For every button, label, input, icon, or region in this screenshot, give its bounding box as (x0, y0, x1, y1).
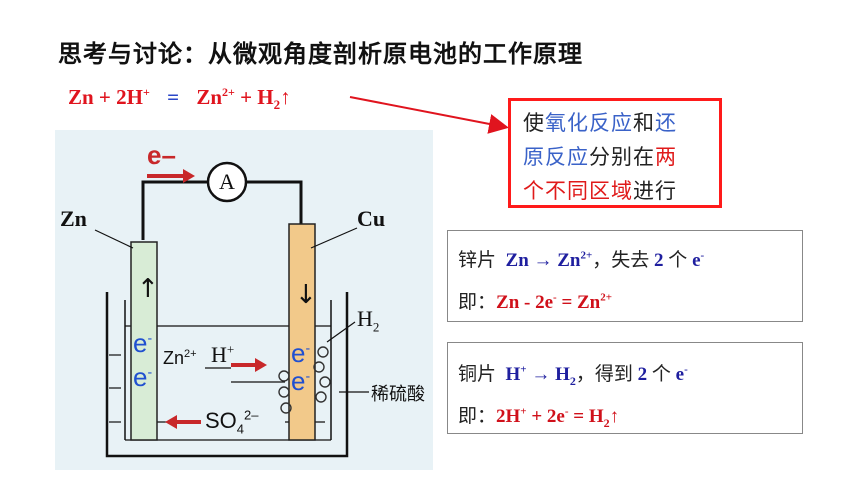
note-text: 进行 (633, 179, 677, 203)
note-text: 使 (523, 111, 545, 135)
h2-bubble (278, 386, 290, 398)
zn-leader-line (94, 229, 134, 249)
so4-ion-label: SO42– (205, 407, 259, 437)
ammeter-label: A (219, 169, 235, 194)
cu-electrode-label: Cu (357, 206, 386, 231)
equation-left: Zn + 2H (68, 85, 143, 109)
cu-current-arrow: ↓ (295, 280, 317, 310)
note-line-3: 个不同区域进行 (523, 175, 677, 205)
note-regions: 个不同区域 (523, 179, 633, 203)
zinc-text: ，失去 (592, 249, 650, 271)
copper-box-line-2: 即：2H+ + 2e- = H2↑ (458, 401, 620, 430)
electron-flow-arrow (147, 169, 195, 183)
cu-electron-2: e- (291, 366, 311, 396)
overall-equation: Zn + 2H+ = Zn2+ + H2↑ (68, 85, 291, 113)
copper-box-line-1: 铜片 H+ → H2，得到 2 个 e- (458, 359, 688, 388)
pointer-arrow-line (349, 96, 509, 134)
h2-bubble (315, 391, 327, 403)
zn-electron-2: e- (133, 362, 153, 392)
copper-half-equation: 2H+ + 2e- = H2↑ (496, 405, 620, 430)
zn-ion-label: Zn2+ (163, 348, 197, 368)
note-text: 和 (633, 111, 655, 135)
copper-plate (288, 223, 316, 441)
copper-unit: 个 (651, 363, 671, 385)
copper-text: ，得到 (575, 363, 633, 385)
cu-electron-1: e- (291, 338, 311, 368)
equation-right-tail: + H (234, 85, 274, 109)
equation-up-arrow: ↑ (280, 85, 291, 109)
note-reduction-start: 还 (655, 111, 677, 135)
equation-right: Zn (196, 85, 222, 109)
summary-note-box: 使氧化反应和还 原反应分别在两 个不同区域进行 (508, 98, 722, 208)
copper-electron: e- (670, 363, 688, 385)
acid-label: 稀硫酸 (371, 384, 425, 405)
h2-bubble (278, 370, 290, 382)
h2-gas-label: H2 (357, 306, 380, 335)
h2-bubble (319, 376, 331, 388)
note-line-2: 原反应分别在两 (523, 141, 677, 171)
copper-formula: H+ → H2 (505, 363, 576, 388)
copper-plate-info-box: 铜片 H+ → H2，得到 2 个 e- 即：2H+ + 2e- = H2↑ (447, 342, 803, 434)
ammeter-circle (206, 161, 248, 203)
h-ion-label: H+ (211, 341, 235, 367)
copper-label: 铜片 (458, 363, 497, 385)
copper-half-label: 即： (458, 405, 497, 427)
zn-electron-1: e- (133, 328, 153, 358)
h2-bubble (313, 361, 325, 373)
h2-bubble (280, 402, 292, 414)
page-title: 思考与讨论：从微观角度剖析原电池的工作原理 (58, 40, 583, 68)
zinc-half-label: 即： (458, 291, 497, 313)
zinc-half-equation: Zn - 2e- = Zn2+ (496, 291, 613, 313)
zinc-electron: e- (687, 249, 705, 271)
beaker (105, 292, 349, 458)
h-ion-arrow (231, 358, 267, 372)
note-two: 两 (655, 145, 677, 169)
equation-left-charge: + (143, 85, 150, 99)
so4-arrow (165, 415, 201, 429)
zn-electrode-label: Zn (60, 206, 87, 231)
cu-leader-line (310, 227, 358, 249)
zinc-plate-info-box: 锌片 Zn → Zn2+，失去 2 个 e- 即：Zn - 2e- = Zn2+ (447, 230, 803, 322)
zinc-plate (130, 241, 158, 441)
cell-drawing (94, 161, 369, 458)
electron-label: e– (147, 140, 176, 170)
zinc-formula: Zn → Zn2+ (505, 249, 593, 271)
zinc-label: 锌片 (458, 249, 497, 271)
zinc-box-line-2: 即：Zn - 2e- = Zn2+ (458, 287, 612, 314)
note-text: 分别在 (589, 145, 655, 169)
note-reduction-end: 原反应 (523, 145, 589, 169)
zinc-unit: 个 (668, 249, 688, 271)
note-line-1: 使氧化反应和还 (523, 107, 677, 137)
zinc-count: 2 (649, 250, 669, 271)
wire (141, 180, 207, 240)
equation-right-charge: 2+ (222, 85, 235, 99)
note-oxidation: 氧化反应 (545, 111, 633, 135)
zinc-box-line-1: 锌片 Zn → Zn2+，失去 2 个 e- (458, 245, 704, 272)
h2-bubble (317, 346, 329, 358)
wire (247, 180, 303, 240)
equation-sign: = (167, 85, 180, 109)
zn-current-arrow: ↑ (137, 274, 159, 304)
h2-leader-line (326, 321, 356, 343)
galvanic-cell-diagram: e– A Zn Cu ↑ ↓ e- e- e- e- Zn2+ H+ SO42–… (55, 130, 433, 470)
copper-count: 2 (632, 364, 652, 385)
equation-h2-sub: 2 (273, 97, 281, 113)
